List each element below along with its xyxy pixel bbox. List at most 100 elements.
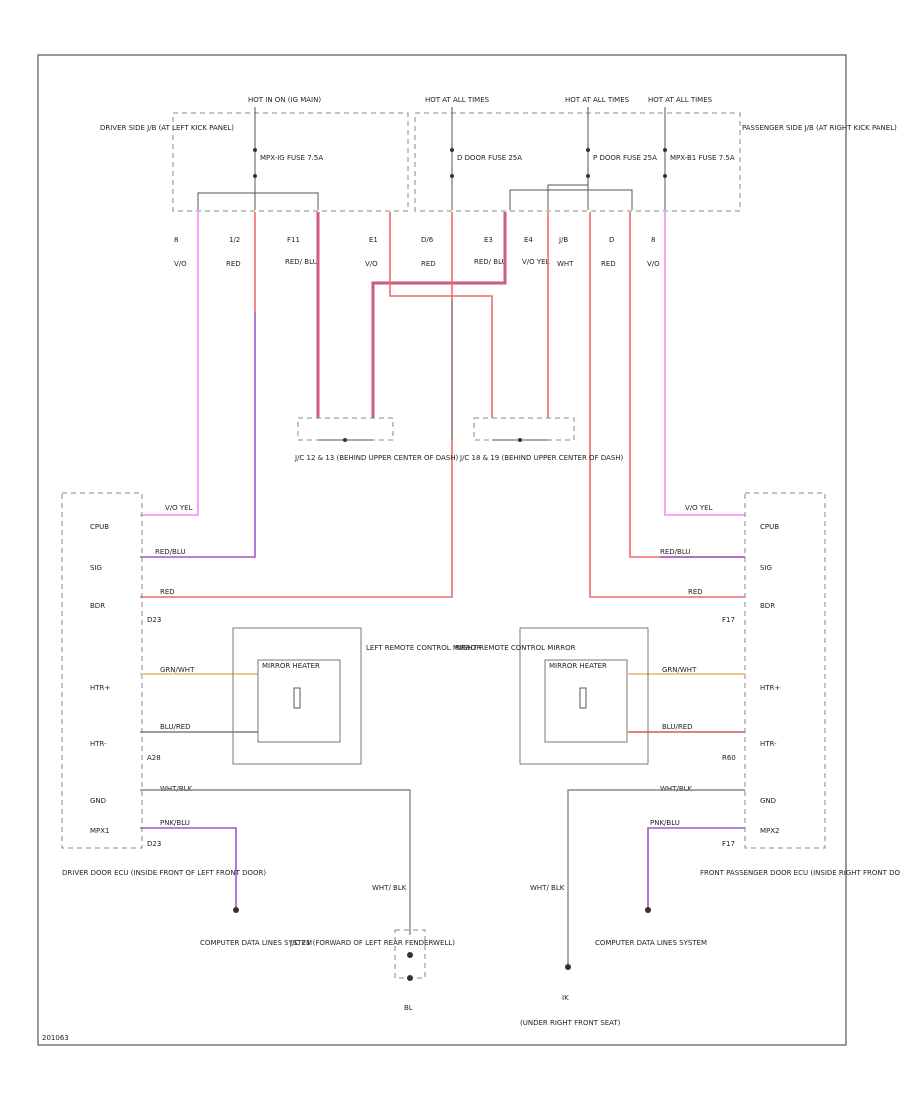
driver-jb-box [172, 112, 409, 212]
wire-top-3: RED/ BLU [285, 258, 318, 266]
left-pin-gnd: GND [90, 797, 106, 805]
right-wire-7: PNK/BLU [650, 819, 680, 827]
right-pin-cpub: CPUB [760, 523, 779, 531]
mpx-left-end [233, 907, 239, 913]
right-wire-5: BLU/RED [662, 723, 693, 731]
jb-right-bus [509, 189, 633, 210]
hot-label-1: HOT IN ON (IG MAIN) [248, 96, 321, 104]
left-conn-2: A28 [147, 754, 161, 762]
wire-top-6: RED/ BLU [474, 258, 507, 266]
right-wire-3: RED [688, 588, 703, 596]
wire-vo-right [664, 212, 745, 516]
hot-label-4: HOT AT ALL TIMES [648, 96, 713, 104]
wire-top-8: WHT [557, 260, 574, 268]
terminal-5: D/6 [421, 236, 434, 244]
passenger-ecu-box [744, 492, 826, 849]
right-pin-mpx: MPX2 [760, 827, 780, 835]
ground-left-jc: J/C 21 (FORWARD OF LEFT REAR FENDERWELL) [289, 939, 455, 947]
wire-vo-center [389, 212, 493, 418]
right-heater-box [544, 659, 628, 743]
passenger-jb-box [414, 112, 741, 212]
terminal-4: E1 [369, 236, 378, 244]
footer-code: 201063 [42, 1034, 69, 1042]
left-wire-5: BLU/RED [160, 723, 191, 731]
hot-label-2: HOT AT ALL TIMES [425, 96, 490, 104]
left-pin-bdr: BDR [90, 602, 105, 610]
jb-left-bus [197, 192, 319, 210]
mpx-right-end [645, 907, 651, 913]
left-mirror-label: LEFT REMOTE CONTROL MIRROR [366, 644, 481, 652]
left-pin-cpub: CPUB [90, 523, 109, 531]
passenger-ecu-label: FRONT PASSENGER DOOR ECU (INSIDE RIGHT F… [700, 869, 900, 877]
wire-top-9: RED [601, 260, 616, 268]
fuse-dot-3b [586, 174, 590, 178]
wire-red-left-b [140, 312, 256, 558]
fuse-dot-2 [450, 148, 454, 152]
wire-top-1: V/O [174, 260, 187, 268]
wire-wht-pbdr [589, 212, 745, 598]
left-mirror-box [232, 627, 362, 765]
terminal-6: E3 [484, 236, 493, 244]
jc-left-label: J/C 12 & 13 (BEHIND UPPER CENTER OF DASH… [294, 454, 459, 462]
fuse-dot-4 [663, 148, 667, 152]
terminal-7: E4 [524, 236, 533, 244]
wire-top-4: V/O [365, 260, 378, 268]
right-mirror-box [519, 627, 649, 765]
driver-ecu-label: DRIVER DOOR ECU (INSIDE FRONT OF LEFT FR… [62, 869, 266, 877]
fuse-dot-4b [663, 174, 667, 178]
terminal-9: D [609, 236, 614, 244]
ground-right-id: IK [562, 994, 569, 1002]
terminal-1: 8 [174, 236, 178, 244]
left-pin-htrm: HTR- [90, 740, 107, 748]
ground-right-wire: WHT/ BLK [530, 884, 565, 892]
jb-right-label: PASSENGER SIDE J/B (AT RIGHT KICK PANEL) [742, 124, 897, 132]
jc-right-box [473, 417, 575, 441]
fuse-dot-1 [253, 148, 257, 152]
ground-left-dot-2 [407, 975, 413, 981]
jb-right-bus-2 [547, 184, 588, 210]
left-heater-box [257, 659, 341, 743]
wire-gnd-right [567, 789, 745, 965]
right-wire-4: GRN/WHT [662, 666, 697, 674]
right-pin-gnd: GND [760, 797, 776, 805]
right-conn-2: R60 [722, 754, 736, 762]
fuse-label-4: MPX-B1 FUSE 7.5A [670, 154, 735, 162]
right-mirror-label: RIGHT REMOTE CONTROL MIRROR [455, 644, 576, 652]
terminal-2: 1/2 [229, 236, 240, 244]
fuse-dot-3 [586, 148, 590, 152]
right-conn-1: F17 [722, 616, 735, 624]
right-pin-htrp: HTR+ [760, 684, 780, 692]
left-wire-6: WHT/BLK [160, 785, 193, 793]
right-heater-label: MIRROR HEATER [549, 662, 607, 670]
jc-right-dot [518, 438, 522, 442]
wire-redblu-right-stripe [372, 212, 506, 418]
right-heater-element [579, 687, 587, 709]
ground-right-dot [565, 964, 571, 970]
terminal-3: F11 [287, 236, 300, 244]
fuse-dot-1b [253, 174, 257, 178]
hot-label-3: HOT AT ALL TIMES [565, 96, 630, 104]
left-heater-element [293, 687, 301, 709]
fuse-dot-2b [450, 174, 454, 178]
left-wire-7: PNK/BLU [160, 819, 190, 827]
jb-left-label: DRIVER SIDE J/B (AT LEFT KICK PANEL) [100, 124, 234, 132]
computer-data-left: COMPUTER DATA LINES SYSTEM [200, 939, 312, 947]
left-wire-4: GRN/WHT [160, 666, 195, 674]
wire-gnd-left [140, 789, 411, 935]
left-wire-2: RED/BLU [155, 548, 186, 556]
wire-top-10: V/O [647, 260, 660, 268]
right-pin-sig: SIG [760, 564, 772, 572]
ground-left-id: BL [404, 1004, 413, 1012]
jc-left-box [297, 417, 394, 441]
terminal-10: 8 [651, 236, 655, 244]
wire-mpx-right [647, 827, 745, 910]
left-conn-3: D23 [147, 840, 161, 848]
diagram-frame [37, 54, 847, 1046]
ground-left-dot [407, 952, 413, 958]
wire-top-5: RED [421, 260, 436, 268]
fuse-label-2: D DOOR FUSE 25A [457, 154, 522, 162]
wire-top-7: V/O YEL [522, 258, 550, 266]
right-conn-3: F17 [722, 840, 735, 848]
